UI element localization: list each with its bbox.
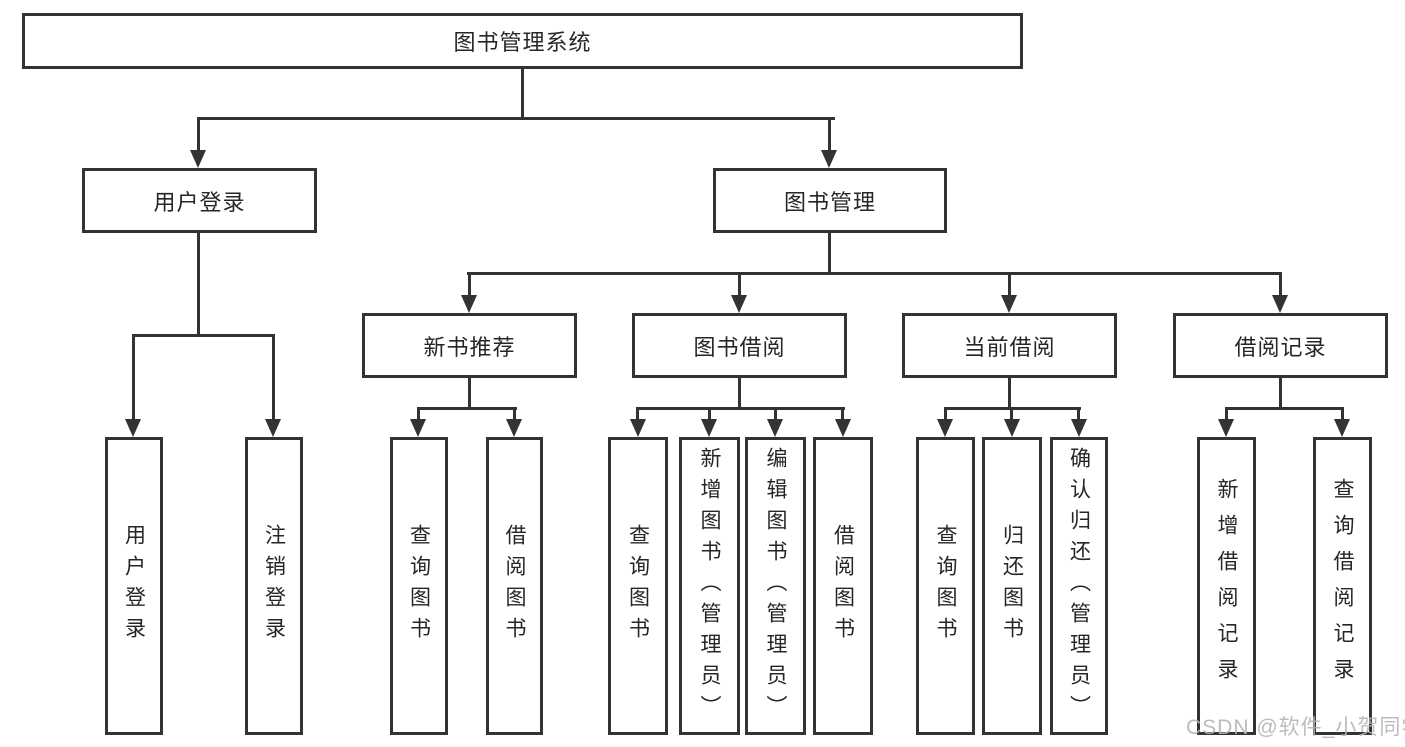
leaf-query-books-borrowing: 查询图书 <box>608 437 668 735</box>
connector-line <box>774 407 777 421</box>
connector-line <box>1341 407 1344 421</box>
leaf-add-borrow-record: 新增借阅记录 <box>1197 437 1256 735</box>
leaf-label: 新增图书（管理员） <box>698 446 721 726</box>
connector-line <box>197 117 835 120</box>
connector-line <box>417 407 517 410</box>
leaf-label: 查询图书 <box>626 524 650 648</box>
arrowhead-icon <box>410 419 426 437</box>
leaf-label: 确认归还（管理员） <box>1067 446 1091 726</box>
arrowhead-icon <box>821 150 837 168</box>
connector-line <box>417 407 420 421</box>
arrowhead-icon <box>506 419 522 437</box>
connector-line <box>1077 407 1080 421</box>
connector-line <box>197 233 200 336</box>
connector-line <box>944 407 947 421</box>
connector-line <box>1010 407 1013 421</box>
node-book-management: 图书管理 <box>713 168 947 233</box>
connector-line <box>467 272 1282 275</box>
leaf-logout: 注销登录 <box>245 437 303 735</box>
node-new-book-recommend: 新书推荐 <box>362 313 577 378</box>
connector-line <box>1225 407 1228 421</box>
leaf-confirm-return-admin: 确认归还（管理员） <box>1050 437 1108 735</box>
connector-line <box>828 117 831 152</box>
node-current-borrowing: 当前借阅 <box>902 313 1117 378</box>
leaf-return-books: 归还图书 <box>982 437 1042 735</box>
connector-line <box>513 407 516 421</box>
leaf-label: 注销登录 <box>262 524 286 648</box>
node-user-login: 用户登录 <box>82 168 317 233</box>
connector-line <box>272 334 275 422</box>
arrowhead-icon <box>461 295 477 313</box>
leaf-label: 编辑图书（管理员） <box>764 446 787 726</box>
arrowhead-icon <box>1218 419 1234 437</box>
node-book-borrowing: 图书借阅 <box>632 313 847 378</box>
connector-line <box>468 272 471 298</box>
node-borrowing-records: 借阅记录 <box>1173 313 1388 378</box>
connector-line <box>636 407 845 410</box>
leaf-label: 归还图书 <box>1000 524 1024 648</box>
arrowhead-icon <box>835 419 851 437</box>
arrowhead-icon <box>190 150 206 168</box>
arrowhead-icon <box>701 419 717 437</box>
arrowhead-icon <box>1272 295 1288 313</box>
connector-line <box>841 407 844 421</box>
connector-line <box>1279 272 1282 298</box>
connector-line <box>1008 272 1011 298</box>
leaf-query-books-current: 查询图书 <box>916 437 975 735</box>
arrowhead-icon <box>265 419 281 437</box>
arrowhead-icon <box>1334 419 1350 437</box>
leaf-label: 借阅图书 <box>831 524 855 648</box>
leaf-label: 借阅图书 <box>503 524 526 648</box>
leaf-query-borrow-record: 查询借阅记录 <box>1313 437 1372 735</box>
leaf-add-book-admin: 新增图书（管理员） <box>679 437 740 735</box>
arrowhead-icon <box>937 419 953 437</box>
leaf-edit-book-admin: 编辑图书（管理员） <box>745 437 806 735</box>
connector-line <box>1225 407 1344 410</box>
connector-line <box>738 272 741 298</box>
leaf-user-login: 用户登录 <box>105 437 163 735</box>
connector-line <box>521 69 524 118</box>
connector-line <box>708 407 711 421</box>
leaf-label: 查询图书 <box>407 524 431 648</box>
leaf-label: 用户登录 <box>122 524 146 648</box>
arrowhead-icon <box>1001 295 1017 313</box>
leaf-label: 查询借阅记录 <box>1331 478 1354 694</box>
node-library-management-system: 图书管理系统 <box>22 13 1023 69</box>
connector-line <box>828 232 831 274</box>
connector-line <box>1008 378 1011 410</box>
leaf-label: 查询图书 <box>934 524 957 648</box>
csdn-watermark: CSDN @软件_小贺同学 <box>1186 716 1405 739</box>
arrowhead-icon <box>630 419 646 437</box>
arrowhead-icon <box>767 419 783 437</box>
connector-line <box>636 407 639 421</box>
arrowhead-icon <box>125 419 141 437</box>
connector-line <box>738 378 741 410</box>
connector-line <box>132 334 275 337</box>
leaf-borrow-books: 借阅图书 <box>813 437 873 735</box>
connector-line <box>197 117 200 152</box>
arrowhead-icon <box>731 295 747 313</box>
leaf-label: 新增借阅记录 <box>1215 478 1238 694</box>
connector-line <box>468 378 471 410</box>
arrowhead-icon <box>1004 419 1020 437</box>
connector-line <box>1279 378 1282 410</box>
connector-line <box>132 334 135 422</box>
leaf-borrow-books-recommend: 借阅图书 <box>486 437 543 735</box>
arrowhead-icon <box>1071 419 1087 437</box>
leaf-query-books-recommend: 查询图书 <box>390 437 448 735</box>
